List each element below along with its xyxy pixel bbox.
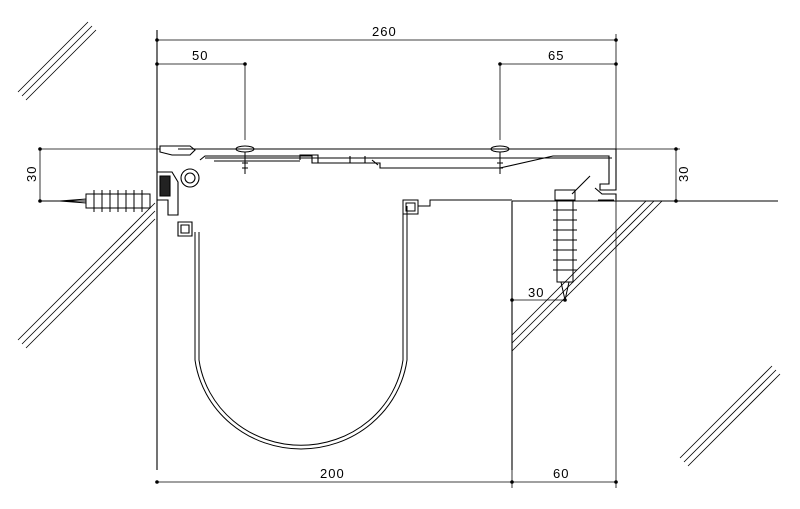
dim-left-height: 30: [24, 166, 39, 182]
left-clip: [159, 145, 196, 156]
structure-lines: [156, 30, 778, 470]
dim-right-height: 30: [676, 166, 691, 182]
left-bracket: [157, 171, 179, 216]
hinge-pin-inner: [184, 172, 196, 184]
left-anchor: [40, 190, 151, 212]
left-clamp: [177, 221, 193, 237]
screw-right: [490, 145, 510, 174]
center-joint-profile: [299, 154, 379, 166]
dimension-lines: [39, 34, 680, 488]
cover-screws: [235, 145, 510, 174]
dim-right-floor: 60: [553, 466, 569, 481]
hatch-mid-left: [17, 202, 156, 349]
u-membrane: [194, 199, 512, 450]
right-anchor: [553, 189, 577, 301]
cover-plate-inner: [205, 157, 612, 162]
hatch-floor: [511, 200, 663, 352]
screw-left: [235, 145, 255, 174]
membrane-right-clamp: [402, 199, 419, 215]
cover-plate-outer: [178, 148, 617, 191]
hatch-bottom-right: [679, 365, 781, 467]
hinge-pin: [180, 168, 200, 188]
membrane-outer: [194, 206, 408, 450]
membrane-inner: [198, 206, 404, 446]
left-hinge-assembly: [157, 168, 200, 237]
right-bracket: [594, 187, 617, 201]
dimension-dots: [38, 38, 678, 484]
dim-anchor-depth: 30: [528, 285, 544, 300]
dim-left-anchor-offset: 50: [192, 48, 208, 63]
membrane-right-lip: [418, 199, 512, 207]
left-bracket-fill: [159, 175, 171, 197]
cover-plate: [159, 145, 617, 201]
hatching: [17, 21, 781, 467]
hatch-top-left: [17, 21, 97, 101]
dim-overall-width: 260: [372, 24, 397, 39]
dim-gap-width: 200: [320, 466, 345, 481]
dim-right-anchor-offset: 65: [548, 48, 564, 63]
